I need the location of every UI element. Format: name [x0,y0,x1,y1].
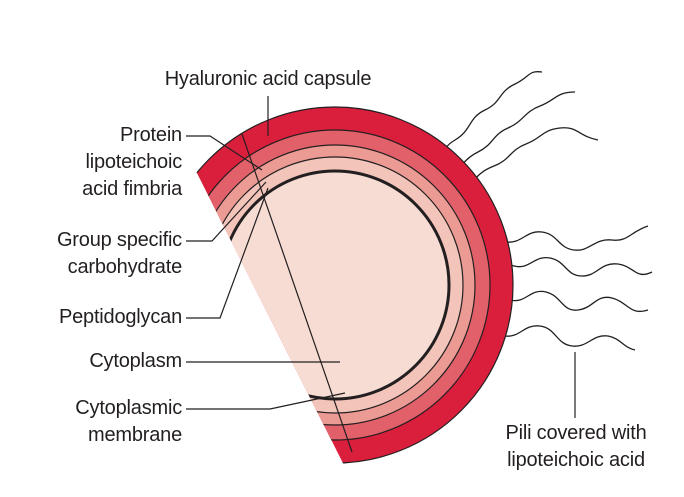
cytoplasm-label: Cytoplasm [89,350,182,372]
group-carb-label: Group specific carbohydrate [20,227,182,281]
leader-lines [186,96,576,418]
group-carb-label-line-1: Group specific [56,229,182,251]
fimbria-label-line-1: Protein [120,124,182,146]
membrane-label-line-1: Cytoplasmic [75,397,182,419]
peptidoglycan-leader [186,187,269,319]
membrane-label: Cytoplasmic membrane [20,395,182,449]
pilus-2 [444,91,576,186]
pili-label: Pili covered with lipoteichoic acid [484,420,668,474]
cut-edge [241,133,353,453]
membrane-leader [186,392,346,410]
fimbria-leader [186,135,263,171]
capsule-label: Hyaluronic acid capsule [164,68,372,90]
pili-label-line-1: Pili covered with [505,422,647,444]
peptidoglycan-label: Peptidoglycan [58,306,182,328]
pili-label-line-2: lipoteichoic acid [507,449,645,471]
pilus-3 [459,127,599,196]
fimbria-label-line-3: acid fimbria [82,178,182,200]
group-carb-leader [186,181,267,242]
membrane-label-line-2: membrane [88,424,182,446]
fimbria-label: Protein lipoteichoic acid fimbria [40,122,182,203]
fimbria-label-line-2: lipoteichoic [85,151,182,173]
group-carb-label-line-2: carbohydrate [67,256,183,278]
